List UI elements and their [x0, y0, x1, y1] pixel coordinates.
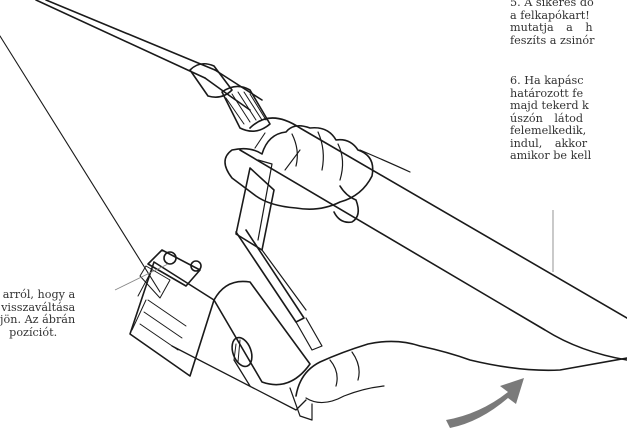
- reel-spool: [130, 250, 214, 376]
- left-note-line: pozíciót.: [0, 327, 75, 340]
- reel-body: [214, 281, 310, 384]
- rod-tip: [36, 0, 215, 78]
- lower-hand: [296, 341, 627, 396]
- step6-line: felemelkedik,: [510, 125, 591, 138]
- reel-stem: [236, 168, 274, 250]
- step5-line: feszíts a zsinór: [510, 35, 595, 48]
- step6-line: amikor be kell: [510, 150, 591, 163]
- step5-caption: 5. A sikeres do a felkapókart! mutatja a…: [510, 0, 595, 47]
- fishing-line: [0, 36, 160, 292]
- curved-arrow-icon: [446, 378, 524, 428]
- left-note-line: ljön. Az ábrán: [0, 314, 75, 327]
- step6-line: majd tekerd k: [510, 100, 591, 113]
- left-note-caption: g arról, hogy a visszaváltása ljön. Az á…: [0, 289, 75, 339]
- step5-line: mutatja a h: [510, 22, 595, 35]
- step6-line: 6. Ha kapásc: [510, 75, 591, 88]
- step6-caption: 6. Ha kapásc határozott fe majd tekerd k…: [510, 75, 591, 163]
- leader-line-left: [115, 264, 168, 290]
- left-note-line: g arról, hogy a: [0, 289, 75, 302]
- rod-blank: [205, 70, 262, 110]
- crank-knob: [228, 335, 255, 386]
